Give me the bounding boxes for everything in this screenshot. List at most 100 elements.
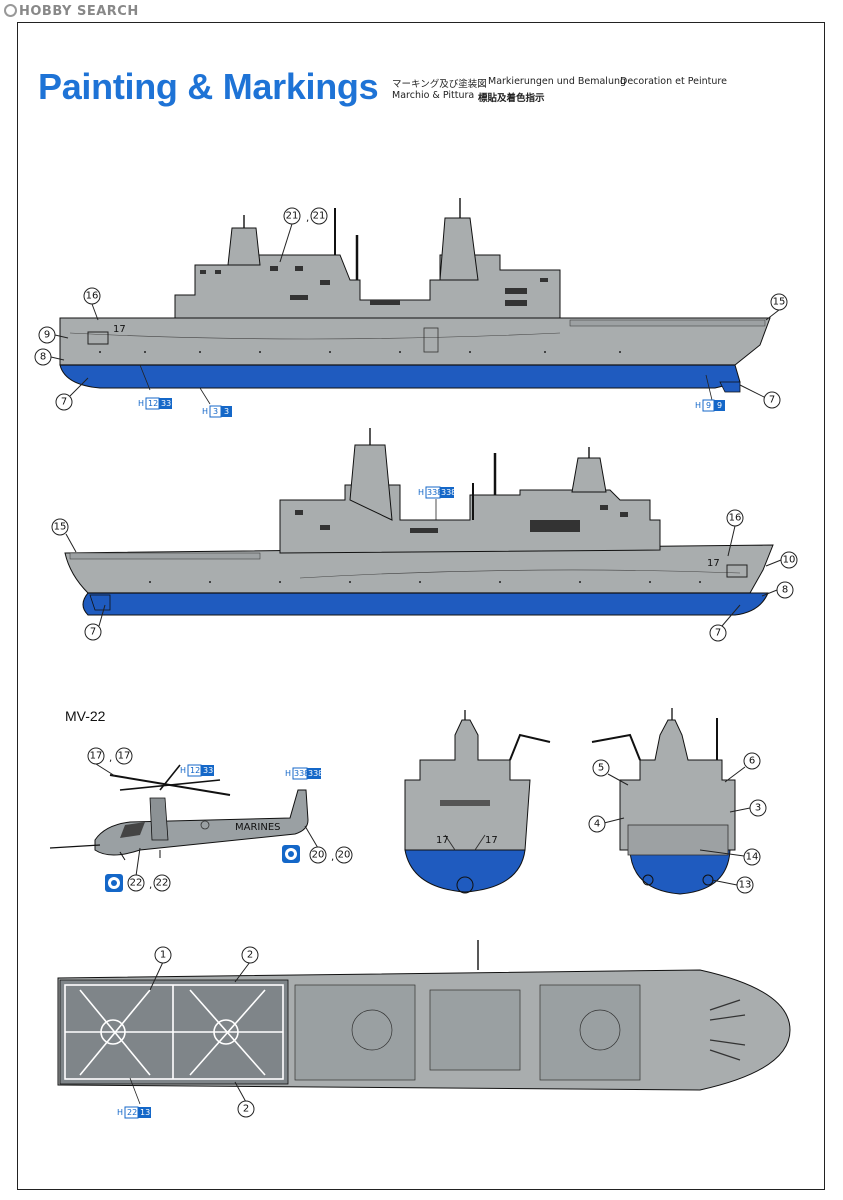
svg-text:14: 14: [746, 852, 759, 863]
svg-text:16: 16: [729, 513, 742, 524]
svg-text:7: 7: [715, 628, 721, 639]
mv22-marines-marking: MARINES: [235, 822, 281, 833]
svg-text:9: 9: [706, 401, 711, 410]
ship-bow-view: 17 17: [404, 710, 551, 894]
roundel-decal-icon-b: [105, 874, 123, 892]
hull-number-bow-left: 17: [436, 835, 449, 846]
svg-text:12: 12: [148, 399, 158, 408]
ship-profile-port: 17: [64, 428, 774, 616]
comma-20: ,: [331, 852, 334, 863]
hull-number-starboard: 17: [113, 324, 126, 335]
svg-text:H: H: [285, 769, 291, 778]
callout-13: 13: [711, 876, 754, 894]
svg-text:33: 33: [161, 399, 171, 408]
svg-text:5: 5: [598, 763, 604, 774]
callout-8-a: 8: [34, 348, 65, 366]
page-frame: [17, 22, 825, 1190]
callout-7-d: 7: [709, 604, 741, 642]
ship-stern-view: [591, 708, 736, 895]
callout-1: 1: [149, 946, 172, 991]
svg-text:8: 8: [782, 585, 788, 596]
subtitle-cn: 標貼及着色指示: [478, 93, 545, 104]
subtitle-it: Marchio & Pittura: [392, 90, 475, 101]
svg-text:3: 3: [213, 407, 218, 416]
color-code-h12-33: H 12 33: [138, 397, 172, 410]
svg-text:7: 7: [769, 395, 775, 406]
callout-5: 5: [592, 759, 629, 786]
svg-text:7: 7: [90, 627, 96, 638]
svg-text:13: 13: [140, 1108, 150, 1117]
svg-text:15: 15: [54, 522, 67, 533]
comma-21: ,: [306, 213, 309, 224]
subtitle-fr: Decoration et Peinture: [620, 76, 727, 87]
svg-text:H: H: [418, 488, 424, 497]
comma-22: ,: [149, 880, 152, 891]
callout-22-a: 22: [127, 847, 145, 892]
svg-text:H: H: [117, 1108, 123, 1117]
svg-text:6: 6: [749, 756, 755, 767]
svg-text:17: 17: [118, 751, 131, 762]
svg-text:21: 21: [286, 211, 299, 222]
callout-9-a: 9: [38, 326, 69, 344]
svg-text:1: 1: [160, 950, 166, 961]
color-code-h22-13: H 22 13: [117, 1106, 151, 1119]
callout-2-a: 2: [234, 946, 259, 983]
callout-15-b: 15: [51, 518, 77, 553]
svg-text:17: 17: [90, 751, 103, 762]
svg-text:9: 9: [717, 401, 722, 410]
svg-text:13: 13: [739, 880, 752, 891]
svg-text:338: 338: [308, 769, 323, 778]
hull-number-port: 17: [707, 558, 720, 569]
color-code-h12-33-b: H 12 33: [180, 764, 214, 777]
callout-20-b: 20: [335, 846, 353, 864]
hull-number-bow-right: 17: [485, 835, 498, 846]
svg-text:338: 338: [294, 769, 309, 778]
svg-text:15: 15: [773, 297, 786, 308]
svg-text:H: H: [202, 407, 208, 416]
callout-20-a: 20: [304, 825, 327, 864]
color-code-h3-3: H 3 3: [202, 405, 232, 418]
aircraft-label: MV-22: [65, 708, 106, 724]
svg-text:H: H: [138, 399, 144, 408]
callout-16-b: 16: [726, 509, 744, 557]
svg-text:2: 2: [243, 1104, 249, 1115]
svg-text:4: 4: [594, 819, 600, 830]
roundel-decal-icon-a: [282, 845, 300, 863]
callout-17-b: 17: [115, 747, 133, 765]
svg-text:20: 20: [338, 850, 351, 861]
watermark-logo-icon: [4, 4, 17, 17]
callout-22-b: 22: [153, 874, 171, 892]
watermark: HOBBY SEARCH: [4, 4, 139, 19]
svg-text:H: H: [695, 401, 701, 410]
svg-text:3: 3: [224, 407, 229, 416]
svg-text:21: 21: [313, 211, 326, 222]
svg-text:22: 22: [156, 878, 169, 889]
mv22-aircraft: MARINES: [49, 764, 309, 861]
svg-text:338: 338: [441, 488, 456, 497]
ship-top-view: [57, 940, 791, 1091]
callout-6: 6: [724, 752, 761, 783]
svg-text:9: 9: [44, 330, 50, 341]
svg-text:22: 22: [127, 1108, 137, 1117]
svg-text:7: 7: [61, 397, 67, 408]
svg-text:2: 2: [247, 950, 253, 961]
callout-7-a: 7: [55, 377, 89, 411]
ship-profile-starboard: 17: [59, 198, 771, 393]
color-code-h338-338-a: H 338 338: [418, 486, 456, 499]
svg-text:16: 16: [86, 291, 99, 302]
svg-text:8: 8: [40, 352, 46, 363]
color-code-h338-338-b: H 338 338: [285, 767, 323, 780]
callout-2-b: 2: [234, 1081, 255, 1118]
callout-3: 3: [729, 799, 767, 817]
callout-14: 14: [699, 848, 761, 866]
callout-7-c: 7: [84, 604, 106, 641]
callout-17-a: 17: [87, 747, 116, 777]
svg-text:20: 20: [312, 850, 325, 861]
svg-text:H: H: [180, 766, 186, 775]
callout-8-b: 8: [761, 581, 794, 599]
callout-7-b: 7: [739, 384, 781, 409]
callout-15-a: 15: [765, 293, 788, 321]
page-title: Painting & Markings: [38, 66, 379, 107]
callout-21-b: 21: [310, 207, 328, 225]
